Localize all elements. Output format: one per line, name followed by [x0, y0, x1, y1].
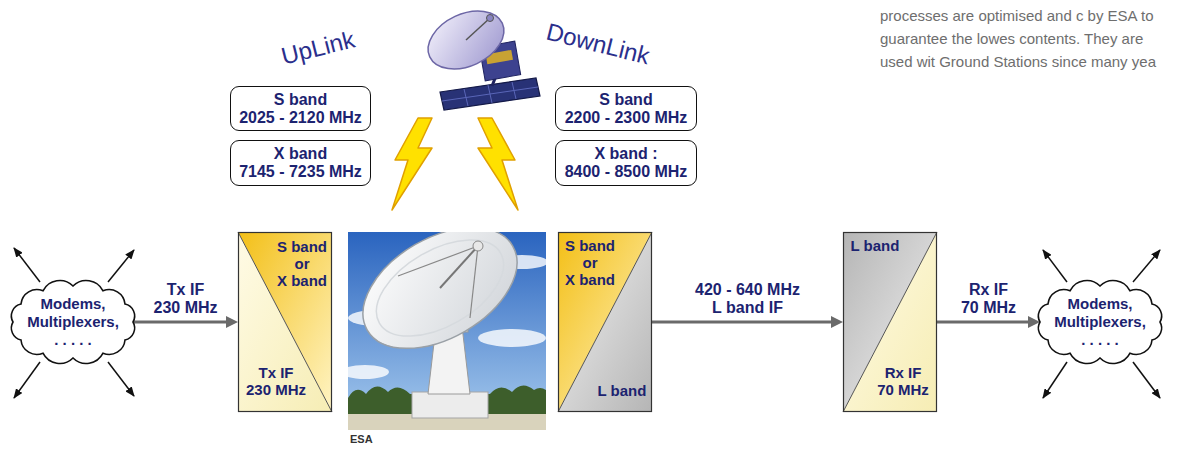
- converter-divider: [558, 232, 652, 412]
- signal-arrow: [937, 321, 1032, 324]
- band-name: X band: [274, 145, 327, 163]
- frequency-range: 8400 - 8500 MHz: [565, 163, 688, 181]
- cloud-shape: [11, 281, 134, 364]
- station-building: [412, 392, 488, 418]
- converter-half: [558, 232, 652, 412]
- dish-feed: [466, 18, 490, 40]
- lightning-bolts: [392, 118, 518, 210]
- satellite-dish: [419, 0, 513, 80]
- network-arrow: [108, 250, 134, 282]
- network-arrow: [108, 362, 134, 396]
- converter-divider: [843, 232, 937, 412]
- frequency-range: 2025 - 2120 MHz: [239, 109, 362, 127]
- uplink-bolt: [392, 118, 432, 210]
- l-band-converter: L band Rx IF 70 MHz: [843, 232, 937, 412]
- band-name: S band: [277, 238, 327, 255]
- downlink-label: DownLink: [543, 18, 652, 71]
- sky-cloud: [348, 365, 389, 379]
- antenna-strut: [470, 246, 478, 318]
- antenna-strut: [398, 246, 478, 276]
- panel-grid: [488, 85, 492, 103]
- cloud-shape: [1038, 281, 1161, 364]
- band-name: S band: [599, 91, 652, 109]
- signal-label: 420 - 640 MHz L band IF: [695, 281, 801, 317]
- uplink-label: UpLink: [278, 25, 357, 70]
- converter-border: [844, 233, 937, 412]
- band-name: X band: [277, 272, 327, 289]
- downlink-bolt: [478, 118, 518, 210]
- equipment-cloud: Modems, Multiplexers, . . . . .: [3, 276, 143, 368]
- equipment-label: Modems, Multiplexers, . . . . .: [1054, 295, 1147, 349]
- band-name: L band: [598, 382, 647, 399]
- band-name: L band: [851, 237, 900, 254]
- subreflector: [473, 241, 483, 251]
- downlink-band-box: X band :8400 - 8500 MHz: [555, 140, 697, 186]
- up-converter: S bandorX band Tx IF 230 MHz: [238, 232, 332, 412]
- band-name: X band: [565, 271, 615, 288]
- network-arrow: [1133, 250, 1160, 282]
- signal-label: Rx IF 70 MHz: [960, 281, 1017, 317]
- antenna-dish: [348, 232, 538, 373]
- converter-half: [843, 232, 937, 412]
- conjunction: or: [583, 254, 598, 271]
- conjunction: or: [295, 255, 310, 272]
- satellite-illustration: [419, 0, 540, 110]
- converter-border: [239, 233, 332, 412]
- band-name: S band: [274, 91, 327, 109]
- body-text: processes are optimised and c by ESA to …: [880, 4, 1175, 73]
- station-caption: ESA: [350, 433, 373, 445]
- uplink-band-box: X band7145 - 7235 MHz: [230, 140, 371, 186]
- converter-half: [558, 232, 652, 412]
- converter-border: [559, 233, 652, 412]
- down-converter: S bandorX band L band: [558, 232, 652, 412]
- uplink-band-box: S band2025 - 2120 MHz: [230, 86, 371, 131]
- antenna-strut: [440, 246, 478, 288]
- panel-grid: [512, 82, 516, 99]
- network-arrow: [1043, 250, 1067, 282]
- network-arrow: [1043, 362, 1067, 398]
- antenna-dish-rim: [360, 232, 519, 356]
- converter-divider: [238, 232, 332, 412]
- sky-cloud: [478, 329, 546, 347]
- network-arrow: [14, 248, 40, 282]
- band-name: S band: [565, 237, 615, 254]
- solar-panel: [440, 78, 540, 110]
- equipment-label: Modems, Multiplexers, . . . . .: [27, 295, 120, 349]
- equipment-cloud: Modems, Multiplexers, . . . . .: [1030, 276, 1170, 368]
- frequency-range: 2200 - 2300 MHz: [565, 109, 688, 127]
- network-arrow: [1133, 362, 1160, 398]
- ground-station-photo: [348, 232, 546, 430]
- dish-feed-horn: [487, 15, 494, 22]
- band-name: X band :: [594, 145, 657, 163]
- signal-arrow: [652, 321, 835, 324]
- converter-half: [238, 232, 332, 412]
- downlink-band-box: S band2200 - 2300 MHz: [555, 86, 697, 131]
- signal-label: Tx IF 230 MHz: [153, 281, 219, 317]
- panel-grid: [464, 89, 468, 106]
- signal-arrow: [133, 321, 230, 324]
- frequency-range: 7145 - 7235 MHz: [239, 163, 362, 181]
- network-arrow: [14, 362, 40, 398]
- if-frequency: Rx IF 70 MHz: [877, 364, 930, 398]
- converter-half: [238, 232, 332, 412]
- converter-half: [843, 232, 937, 412]
- if-frequency: Tx IF 230 MHz: [245, 364, 307, 398]
